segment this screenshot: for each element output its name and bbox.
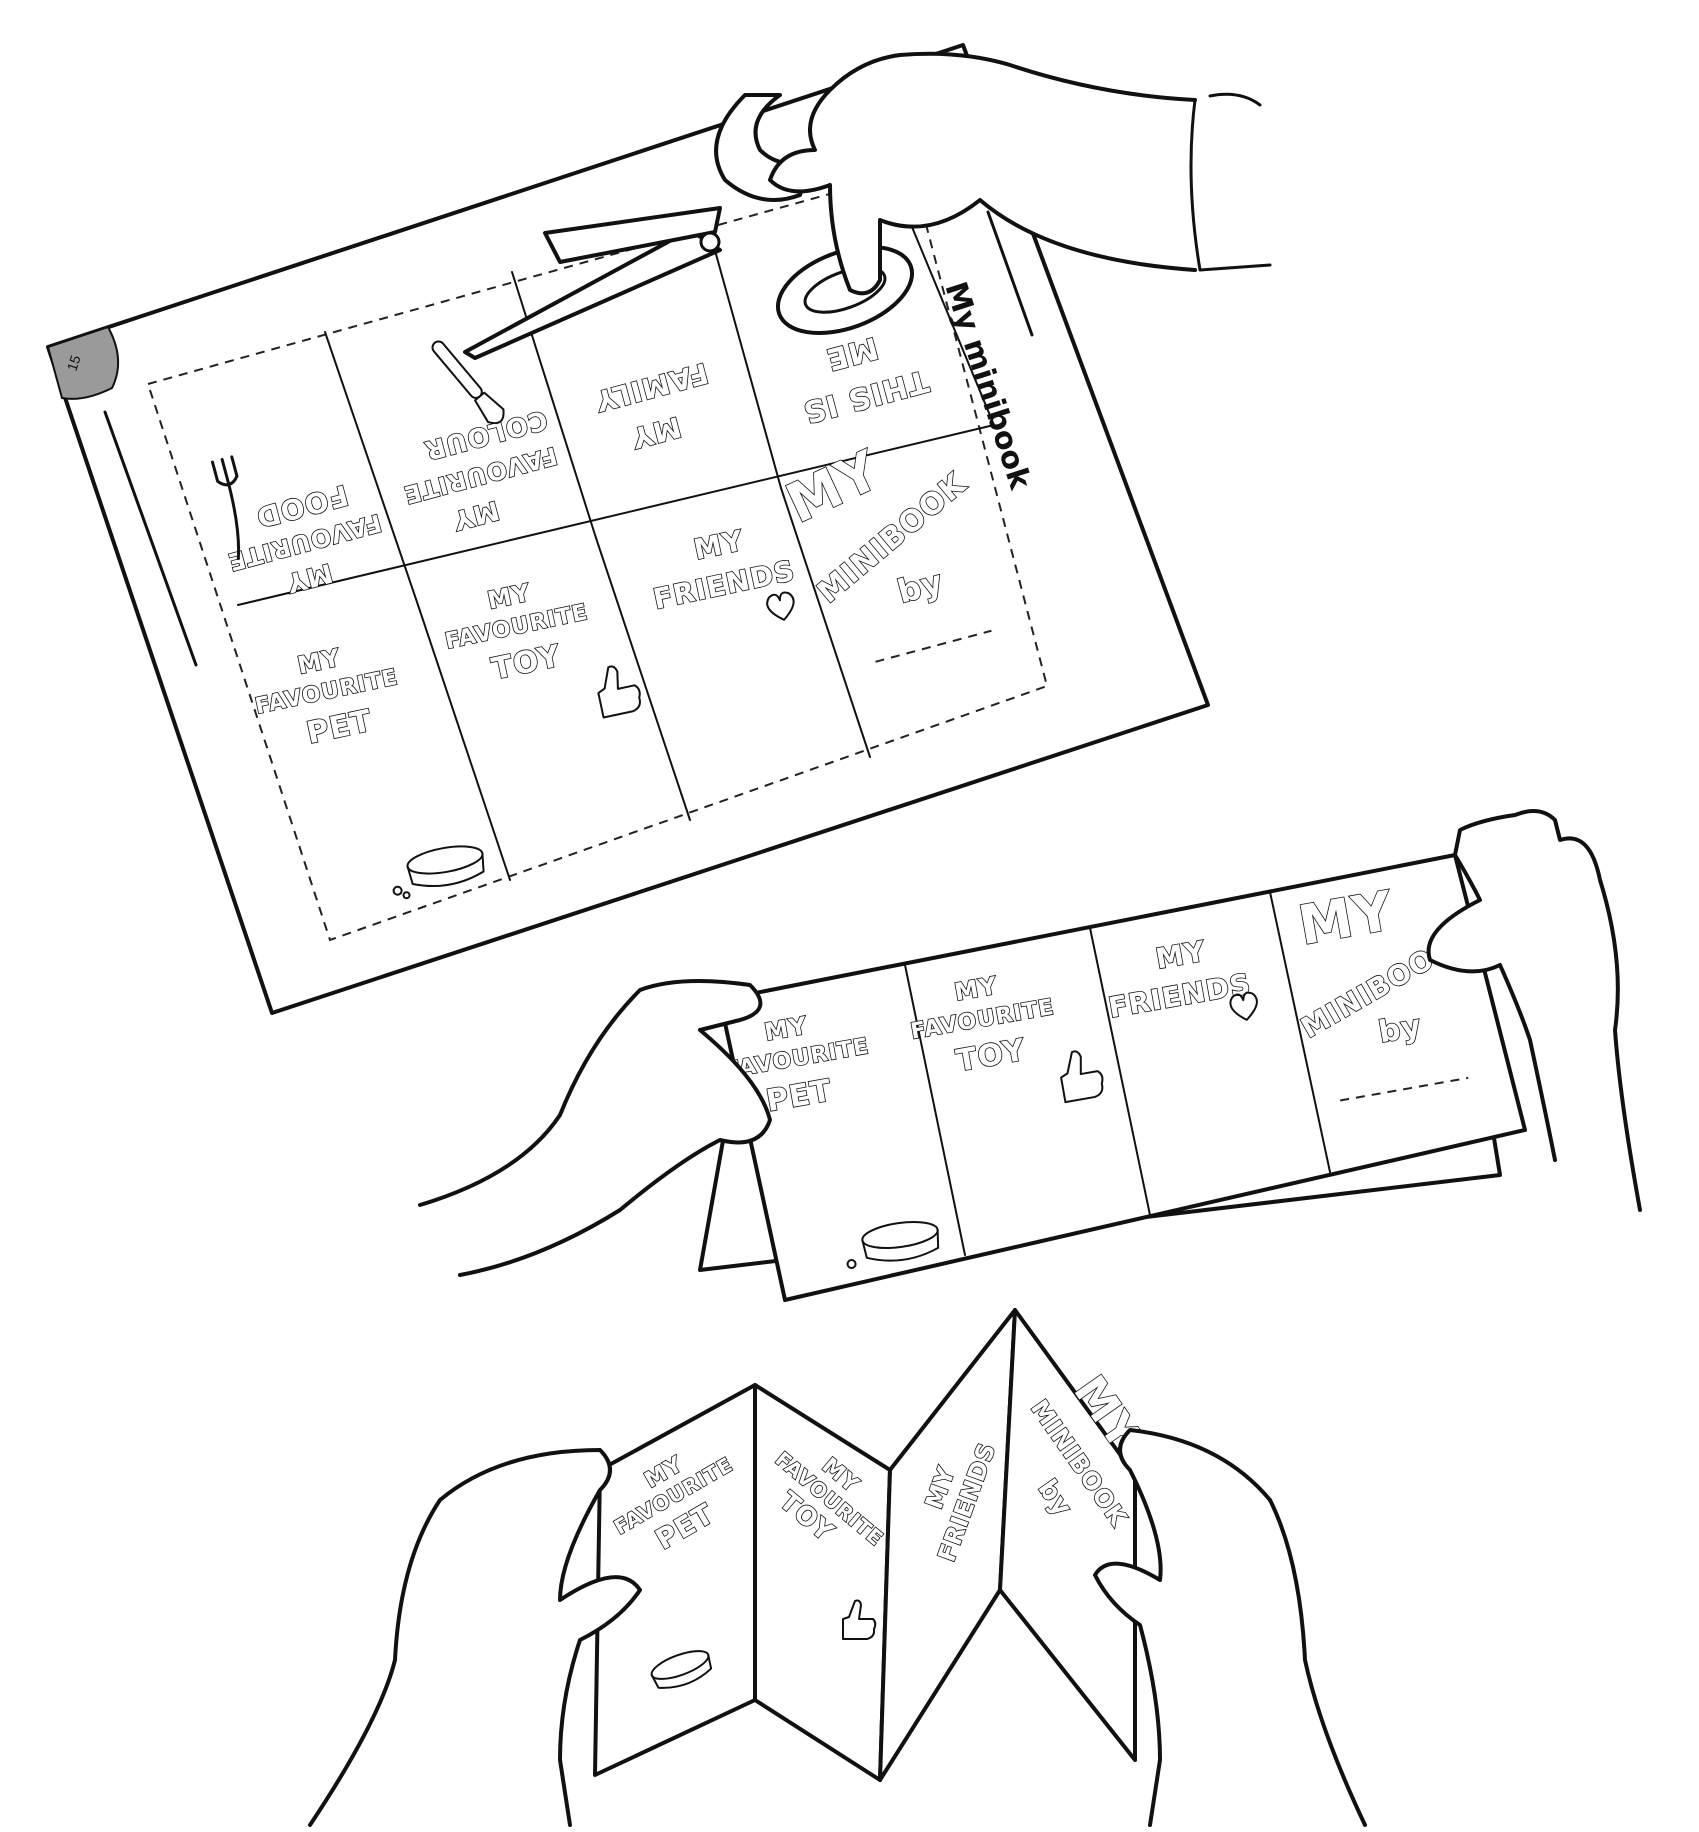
page-corner-badge — [48, 327, 118, 399]
svg-text:by: by — [1376, 1008, 1424, 1050]
step-cut-sheet: 15 My minibook MY FAVOURITE FOOD — [48, 45, 1270, 1013]
book-page-2 — [755, 1385, 890, 1780]
hand-icon — [310, 1450, 640, 1825]
step-accordion-book: MY FAVOURITE PET MY FAVOURITE TOY MY FRI… — [310, 1310, 1365, 1825]
strip-front — [720, 855, 1525, 1300]
book-page-4 — [1000, 1310, 1135, 1760]
